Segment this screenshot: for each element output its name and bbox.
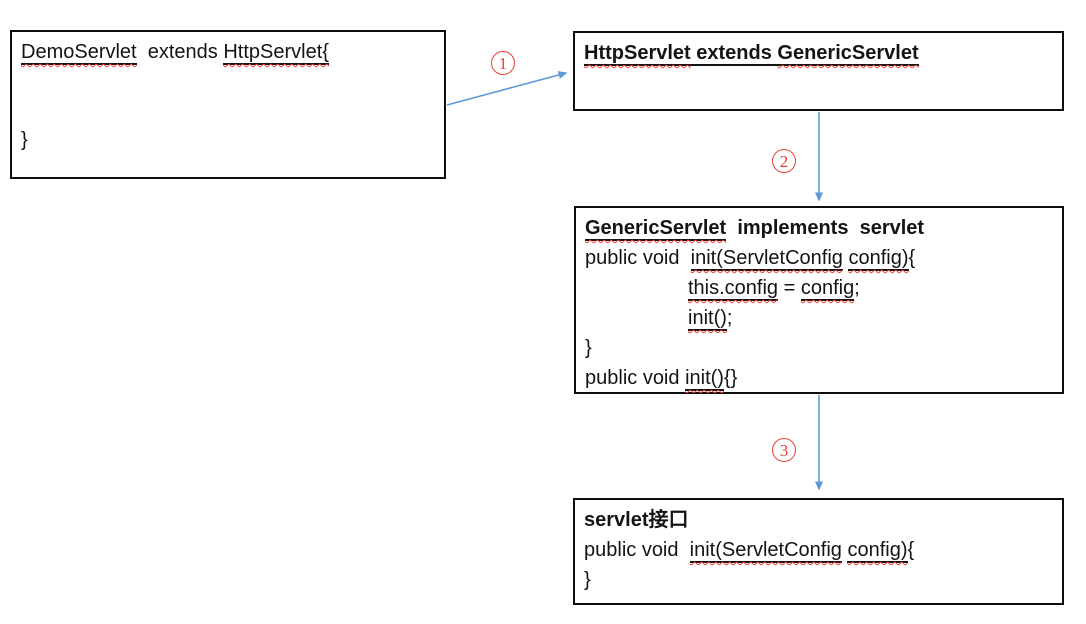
code-line: public void init(){} — [585, 363, 1053, 393]
assignment-operator: = — [778, 277, 801, 299]
step-1-badge: 1 — [491, 51, 515, 75]
closing-brace: } — [21, 129, 28, 151]
closing-brace: } — [585, 337, 592, 359]
code-line: this.config = config; — [585, 273, 1053, 303]
class-box-generic-servlet: GenericServlet implements servlet public… — [574, 206, 1064, 394]
class-name-generic-servlet: GenericServlet — [777, 42, 919, 66]
class-box-http-servlet: HttpServlet extends GenericServlet — [573, 31, 1064, 111]
step-3-badge: 3 — [772, 438, 796, 462]
closing-brace: } — [584, 569, 591, 591]
braces-empty-body: {} — [723, 367, 738, 389]
opening-brace: { — [908, 247, 916, 269]
method-init: init() — [685, 367, 724, 391]
method-signature-prefix: public void — [584, 539, 690, 561]
step-2-badge: 2 — [772, 149, 796, 173]
code-line: } — [584, 565, 1053, 595]
class-name-http-servlet: HttpServlet — [584, 42, 691, 66]
code-line: servlet接口 — [584, 505, 1053, 535]
semicolon: ; — [726, 307, 733, 329]
class-name-http-servlet: HttpServlet{ — [223, 41, 329, 65]
keyword-extends: extends — [690, 42, 778, 66]
class-box-demo-servlet: DemoServlet extends HttpServlet{ } — [10, 30, 446, 179]
code-line: public void init(ServletConfig config){ — [585, 243, 1053, 273]
field-this-config: this.config — [688, 277, 779, 301]
blank-space — [21, 67, 435, 125]
keyword-extends: extends — [136, 41, 224, 63]
class-name-demo-servlet: DemoServlet — [21, 41, 137, 65]
opening-brace: { — [907, 539, 915, 561]
code-line: } — [585, 333, 1053, 363]
param-config: config) — [848, 247, 909, 271]
interface-name-servlet: servlet — [584, 509, 649, 531]
interface-box-servlet: servlet接口 public void init(ServletConfig… — [573, 498, 1064, 605]
method-signature-prefix: public void — [585, 247, 691, 269]
code-line: public void init(ServletConfig config){ — [584, 535, 1053, 565]
code-line: } — [21, 125, 435, 155]
code-line: GenericServlet implements servlet — [585, 213, 1053, 243]
keyword-implements-servlet: implements servlet — [726, 217, 925, 239]
var-config: config — [800, 277, 855, 301]
method-init-servletconfig: init(ServletConfig — [689, 539, 842, 563]
arrow-1 — [446, 71, 568, 106]
class-name-generic-servlet: GenericServlet — [585, 217, 727, 241]
code-line: HttpServlet extends GenericServlet — [584, 38, 1053, 68]
code-line: init(); — [585, 303, 1053, 333]
code-line: DemoServlet extends HttpServlet{ — [21, 37, 435, 67]
method-init-servletconfig: init(ServletConfig — [690, 247, 843, 271]
method-signature-prefix: public void — [585, 367, 686, 389]
interface-label-cjk: 接口 — [648, 509, 689, 531]
param-config: config) — [847, 539, 908, 563]
call-init: init() — [688, 307, 727, 331]
semicolon: ; — [854, 277, 860, 299]
